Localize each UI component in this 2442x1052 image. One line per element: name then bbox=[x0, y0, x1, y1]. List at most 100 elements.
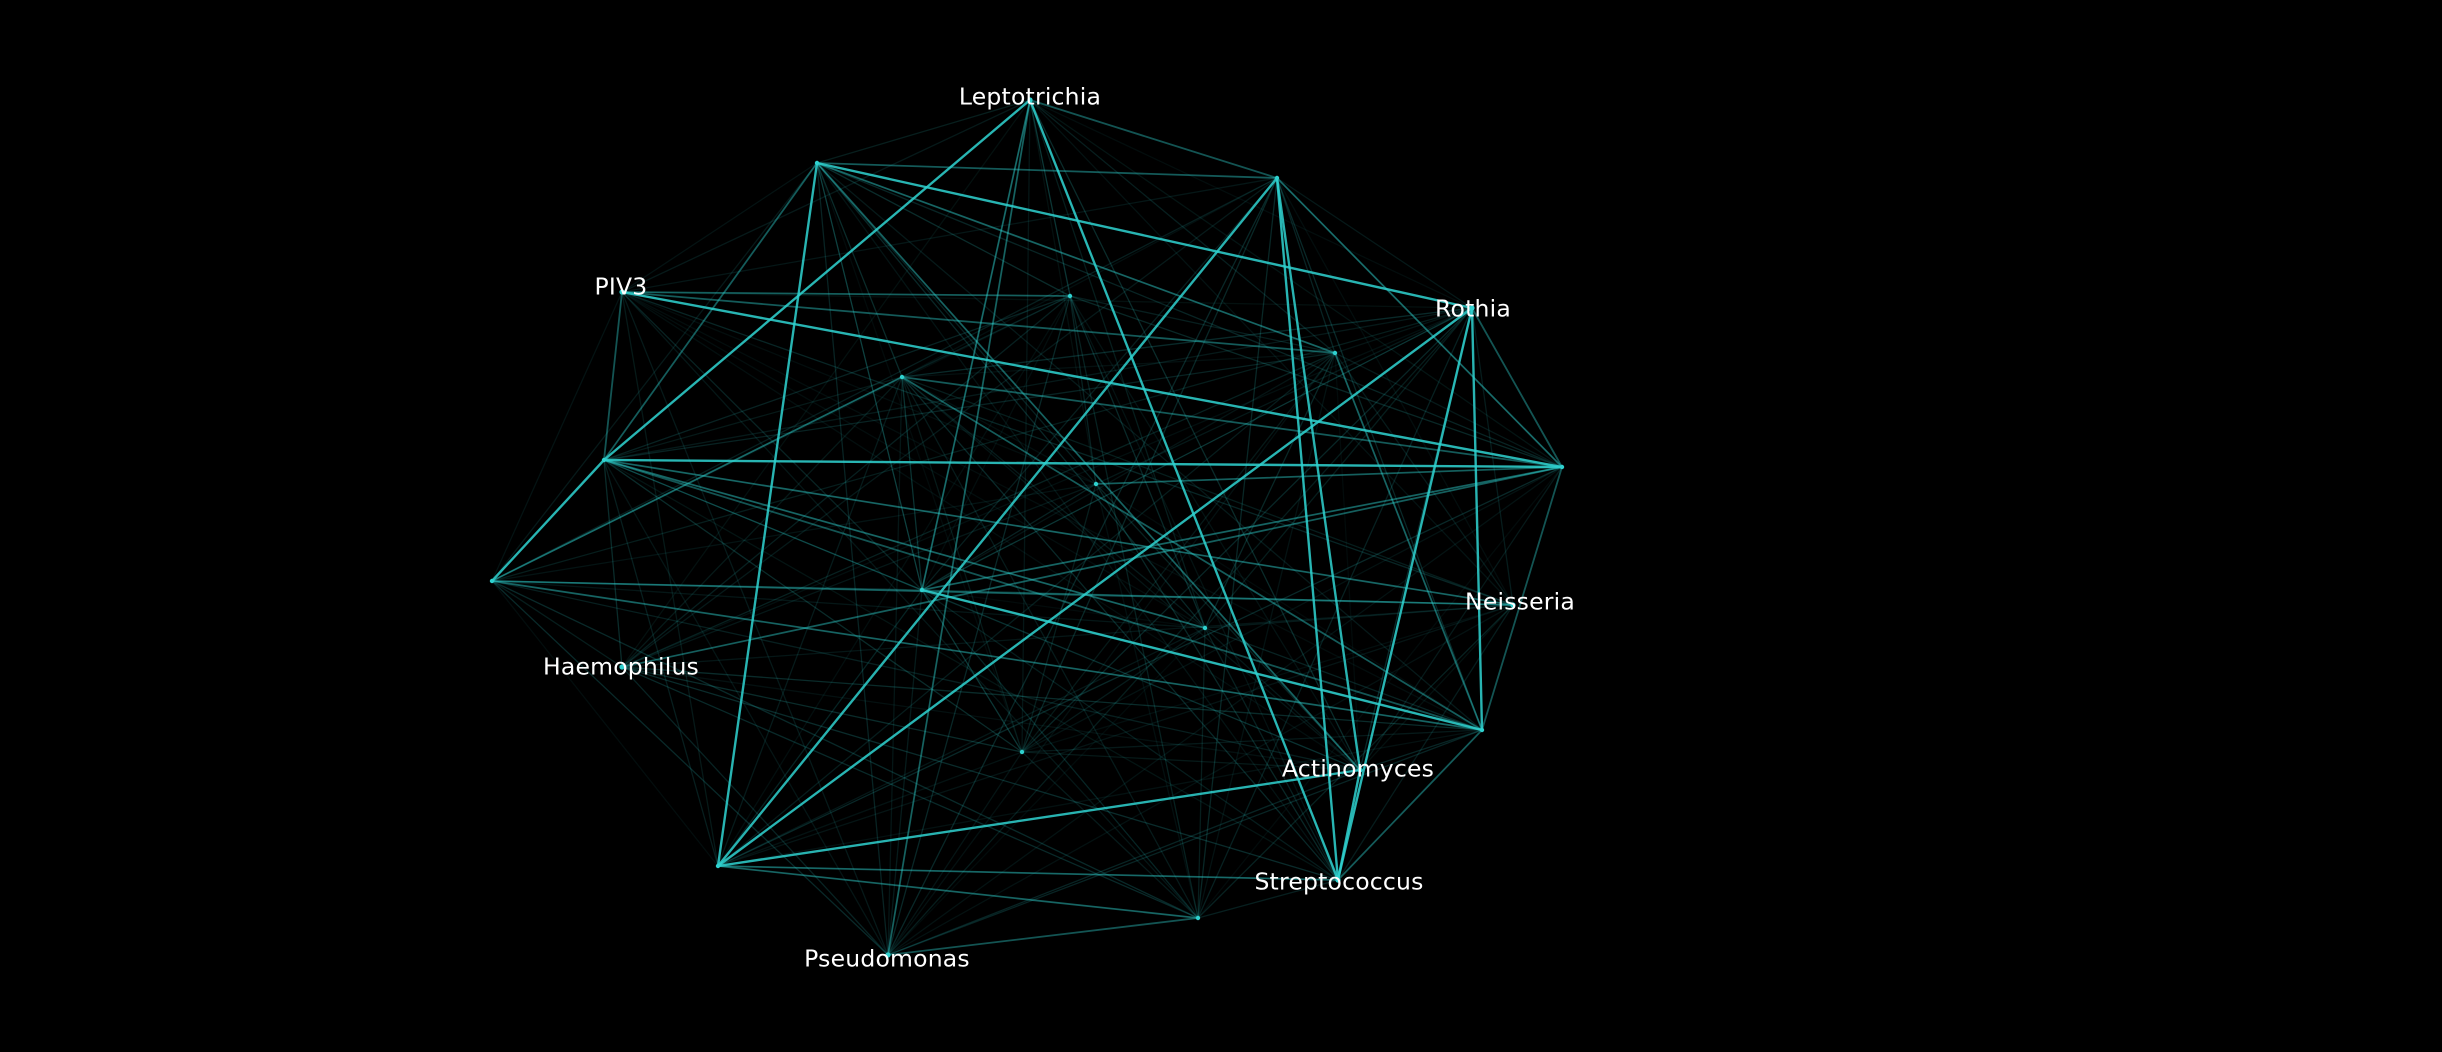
network-edge bbox=[887, 352, 1336, 956]
network-edge bbox=[603, 459, 1361, 771]
network-edge bbox=[717, 352, 1336, 867]
network-edge bbox=[603, 459, 1206, 629]
network-edge bbox=[603, 307, 1473, 461]
network-edge bbox=[621, 376, 903, 668]
network-edge bbox=[603, 291, 623, 461]
node-label-haemophilus: Haemophilus bbox=[543, 653, 699, 681]
network-edge bbox=[1471, 307, 1514, 606]
network-edge-strong bbox=[815, 161, 1474, 310]
network-edge bbox=[816, 162, 889, 956]
network-edge bbox=[1204, 627, 1361, 771]
node-label-actinomyces: Actinomyces bbox=[1282, 755, 1434, 783]
node-label-piv3: PIV3 bbox=[595, 273, 648, 301]
network-edge bbox=[901, 376, 1563, 468]
network-edge bbox=[921, 99, 1031, 591]
network-edge bbox=[603, 376, 903, 461]
network-edge bbox=[603, 459, 623, 668]
node-label-neisseria: Neisseria bbox=[1465, 588, 1575, 616]
network-edge bbox=[887, 307, 1473, 956]
network-edge bbox=[1276, 177, 1514, 606]
node-n_m1 bbox=[919, 587, 925, 593]
network-edge bbox=[717, 729, 1483, 867]
network-edge bbox=[621, 666, 1199, 919]
network-edge bbox=[901, 376, 1199, 919]
network-edge bbox=[901, 376, 1206, 629]
network-edge bbox=[491, 580, 1199, 919]
network-edge bbox=[901, 177, 1278, 378]
network-edge bbox=[1029, 99, 1206, 629]
network-edge bbox=[816, 162, 1097, 485]
network-edge bbox=[901, 307, 1473, 378]
node-n_l bbox=[601, 457, 607, 463]
network-edge bbox=[1029, 99, 1361, 771]
network-edge bbox=[621, 291, 1097, 485]
network-edge bbox=[1204, 307, 1473, 629]
node-rothia bbox=[1469, 305, 1475, 311]
network-edge bbox=[921, 99, 1031, 591]
network-edge bbox=[1021, 751, 1199, 919]
network-edge bbox=[621, 291, 1483, 731]
network-edge bbox=[491, 580, 623, 668]
network-edge-strong bbox=[620, 290, 1564, 469]
network-edge bbox=[717, 295, 1071, 867]
network-edge-strong bbox=[716, 306, 1474, 868]
network-edge bbox=[717, 589, 923, 867]
network-edge bbox=[921, 589, 1339, 881]
network-edge bbox=[901, 295, 1071, 378]
network-edge bbox=[491, 580, 923, 591]
network-edge bbox=[887, 177, 1278, 956]
network-edge bbox=[717, 865, 1199, 919]
network-edge bbox=[921, 352, 1336, 591]
network-edge bbox=[603, 459, 889, 956]
network-edge bbox=[621, 483, 1097, 668]
network-edge bbox=[621, 291, 1071, 297]
node-leptotrichia bbox=[1027, 97, 1033, 103]
network-edge bbox=[921, 589, 1339, 881]
network-edge bbox=[816, 162, 1071, 297]
network-edge bbox=[1021, 627, 1206, 753]
network-edge bbox=[1095, 307, 1473, 485]
node-haemophilus bbox=[619, 664, 625, 670]
network-edge bbox=[1276, 177, 1483, 731]
node-streptococcus bbox=[1335, 877, 1341, 883]
network-edge bbox=[621, 604, 1514, 668]
network-edge bbox=[1021, 99, 1031, 753]
network-edge bbox=[491, 580, 1483, 731]
network-edge bbox=[1029, 99, 1199, 919]
network-edge bbox=[1029, 99, 1097, 485]
network-edge-strong bbox=[602, 98, 1032, 462]
network-edge bbox=[491, 580, 719, 867]
network-edge bbox=[603, 162, 818, 461]
network-edge bbox=[901, 376, 1097, 485]
network-edge bbox=[491, 580, 1514, 606]
network-edge bbox=[1069, 295, 1563, 468]
node-n_m5 bbox=[1019, 749, 1025, 755]
network-edge bbox=[921, 483, 1097, 591]
network-edge bbox=[621, 466, 1563, 668]
network-edge bbox=[621, 291, 1206, 629]
network-edge-strong bbox=[716, 176, 1279, 868]
network-edge-strong bbox=[602, 458, 1564, 469]
network-edge bbox=[816, 162, 1336, 354]
network-edge bbox=[887, 376, 903, 956]
node-label-pseudomonas: Pseudomonas bbox=[804, 945, 970, 973]
network-edge bbox=[887, 917, 1199, 956]
network-edge bbox=[887, 589, 923, 956]
network-edge bbox=[1204, 352, 1336, 629]
network-edge bbox=[1334, 352, 1483, 731]
network-edge bbox=[717, 751, 1023, 867]
network-edge-strong bbox=[716, 768, 1362, 868]
network-edge bbox=[816, 162, 1336, 354]
network-edge bbox=[1197, 604, 1514, 919]
network-edge-strong bbox=[1275, 176, 1340, 882]
network-edge bbox=[1021, 729, 1483, 753]
network-edge bbox=[901, 376, 923, 591]
network-edge bbox=[1069, 295, 1097, 485]
network-edge bbox=[491, 307, 1473, 582]
network-edge bbox=[621, 666, 1483, 731]
network-edge bbox=[901, 376, 1483, 731]
network-edge-strong bbox=[490, 458, 606, 583]
network-edge-strong bbox=[1336, 306, 1474, 882]
network-edge bbox=[717, 604, 1514, 867]
node-n_mr bbox=[1332, 350, 1338, 356]
